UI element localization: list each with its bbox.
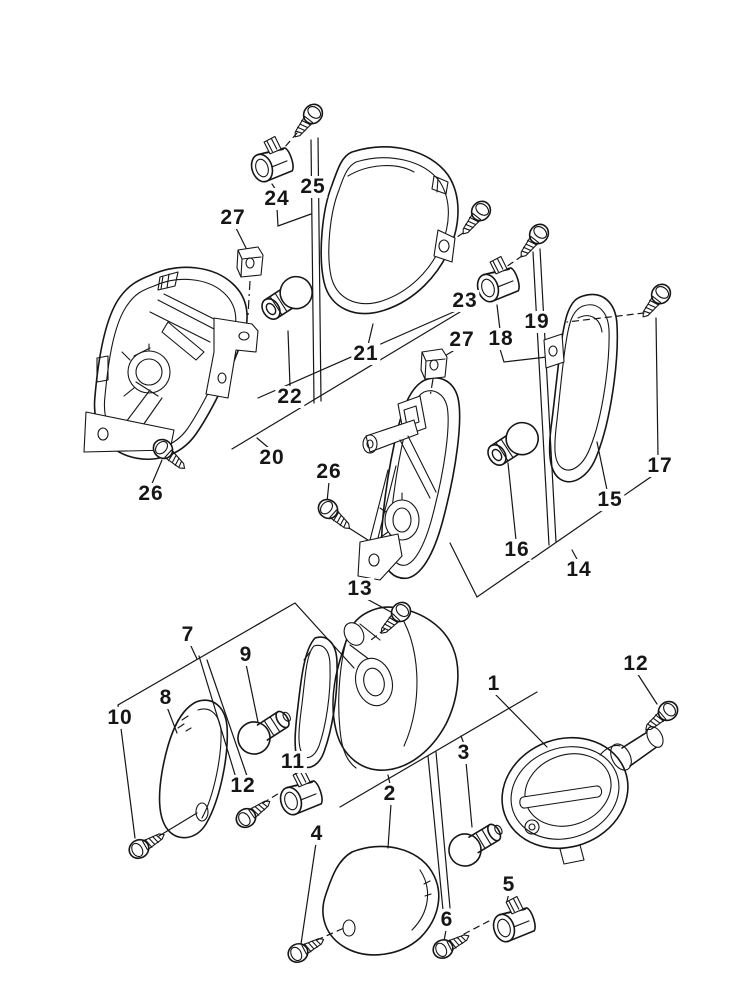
callout-19: 19	[522, 309, 552, 334]
callout-21: 21	[351, 341, 381, 366]
part-1-oval-housing	[486, 720, 666, 865]
callout-12-left: 12	[228, 773, 258, 798]
part-24-socket	[244, 134, 295, 185]
part-gasket-ring	[295, 637, 337, 767]
callout-11: 11	[278, 749, 308, 774]
part-17-screw	[636, 281, 674, 323]
part-15-lens	[544, 295, 617, 482]
callout-22: 22	[275, 384, 305, 409]
callout-23: 23	[450, 288, 480, 313]
part-9-bulb	[232, 702, 298, 760]
part-27-clip-left	[237, 247, 263, 277]
callout-6: 6	[438, 907, 456, 932]
callout-1: 1	[485, 671, 503, 696]
part-13-screw	[375, 599, 415, 640]
callout-16: 16	[502, 537, 532, 562]
part-16-bulb	[482, 417, 545, 473]
part-25-screw	[288, 101, 326, 143]
part-27-clip-right	[421, 349, 447, 379]
callout-5: 5	[500, 872, 518, 897]
part-14-rear-housing	[358, 378, 460, 580]
callout-24: 24	[262, 186, 292, 211]
callout-8: 8	[157, 685, 175, 710]
callout-12-right: 12	[621, 651, 651, 676]
callout-26-left: 26	[136, 481, 166, 506]
callout-27-right: 27	[447, 327, 477, 352]
part-26-screw-right	[315, 496, 356, 535]
callout-4: 4	[308, 821, 326, 846]
part-11-socket	[273, 767, 324, 818]
part-12-screw-left	[233, 794, 275, 831]
part-2-lens	[323, 846, 439, 954]
callout-15: 15	[595, 487, 625, 512]
part-4-screw	[285, 931, 328, 965]
callout-25: 25	[298, 174, 328, 199]
callout-13: 13	[345, 576, 375, 601]
callout-14: 14	[564, 557, 594, 582]
part-7-lamp-body	[333, 607, 458, 770]
callout-17: 17	[645, 453, 675, 478]
part-6-screw	[430, 928, 473, 962]
part-10-screw	[126, 827, 169, 862]
callout-3: 3	[455, 740, 473, 765]
part-26-screw-left	[150, 436, 191, 475]
part-12-screw-right	[640, 698, 681, 737]
part-20-front-housing	[84, 267, 258, 459]
part-3-bulb	[443, 815, 509, 872]
callout-18: 18	[486, 326, 516, 351]
callout-7: 7	[179, 622, 197, 647]
part-5-socket	[486, 894, 537, 945]
part-19-screw	[514, 221, 552, 263]
callout-10: 10	[105, 705, 135, 730]
callout-26-right: 26	[314, 459, 344, 484]
callout-2: 2	[381, 781, 399, 806]
part-22-bulb	[256, 271, 319, 327]
part-23-screw	[456, 198, 494, 240]
callout-27-left: 27	[218, 205, 248, 230]
callout-9: 9	[237, 642, 255, 667]
callout-20: 20	[257, 445, 287, 470]
part-8-lens	[160, 700, 228, 837]
part-21-lens	[321, 147, 458, 314]
